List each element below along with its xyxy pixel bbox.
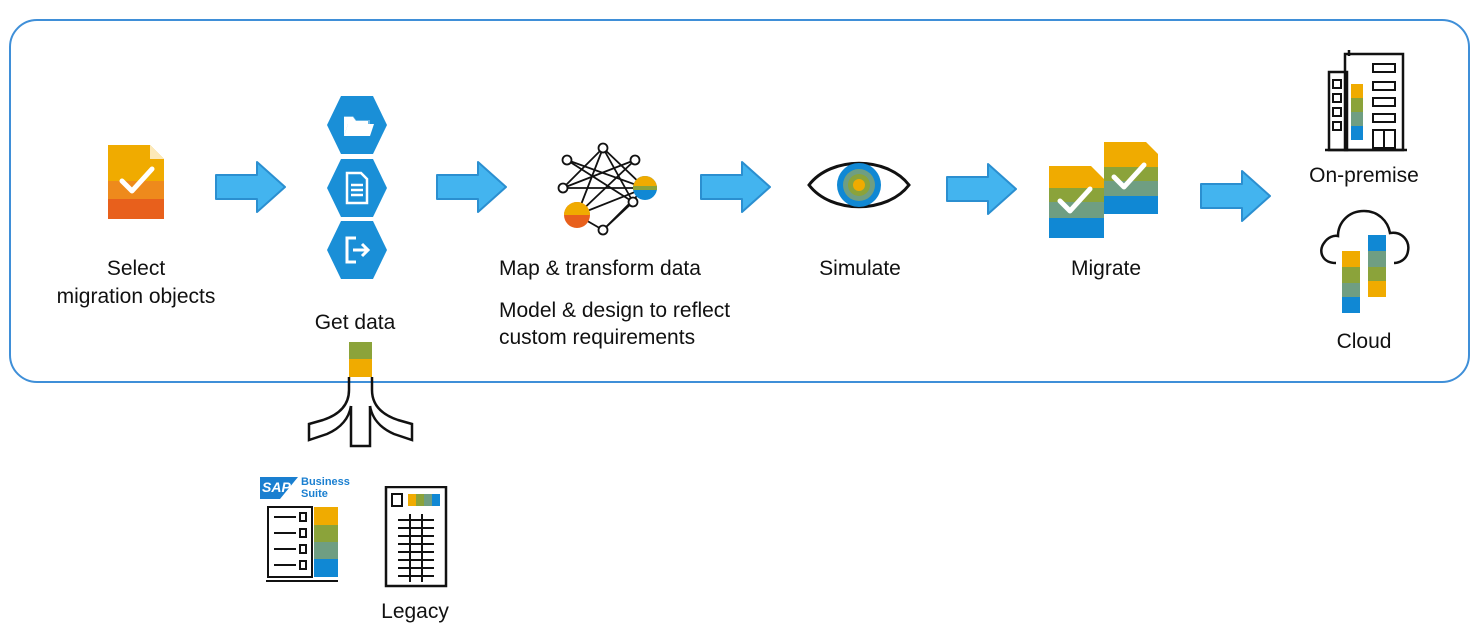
folder-hexagon-icon <box>327 96 387 154</box>
model-design-label-line2: custom requirements <box>499 326 696 349</box>
process-frame <box>9 19 1470 383</box>
checklist-icon <box>108 145 164 219</box>
select-label-line1: Select <box>106 257 166 280</box>
arrow-right-icon <box>700 161 771 213</box>
business-suite-label-line2: Suite <box>301 488 328 500</box>
sap-logo-text: SAP <box>262 479 291 495</box>
select-label-line2: migration objects <box>56 285 216 308</box>
get-data-label: Get data <box>314 311 396 334</box>
document-hexagon-icon <box>327 159 387 217</box>
eye-icon <box>807 161 911 209</box>
arrow-right-icon <box>1200 170 1271 222</box>
legacy-server-icon <box>384 486 448 588</box>
on-premise-label: On-premise <box>1309 164 1419 187</box>
business-suite-server-icon <box>266 506 338 582</box>
map-transform-label: Map & transform data <box>499 257 701 280</box>
source-connector-icon <box>307 342 414 448</box>
sap-logo: SAP <box>260 477 298 499</box>
cloud-icon <box>1320 209 1410 313</box>
business-suite-label-line1: Business <box>301 476 350 488</box>
legacy-label: Legacy <box>381 600 449 623</box>
cloud-label: Cloud <box>1336 330 1392 353</box>
export-hexagon-icon <box>327 221 387 279</box>
network-map-icon <box>557 142 657 236</box>
building-icon <box>1325 50 1407 152</box>
simulate-label: Simulate <box>819 257 901 280</box>
migrate-checklists-icon <box>1049 142 1158 238</box>
arrow-right-icon <box>946 163 1017 215</box>
arrow-right-icon <box>436 161 507 213</box>
model-design-label-line1: Model & design to reflect <box>499 299 731 322</box>
migrate-label: Migrate <box>1070 257 1142 280</box>
arrow-right-icon <box>215 161 286 213</box>
